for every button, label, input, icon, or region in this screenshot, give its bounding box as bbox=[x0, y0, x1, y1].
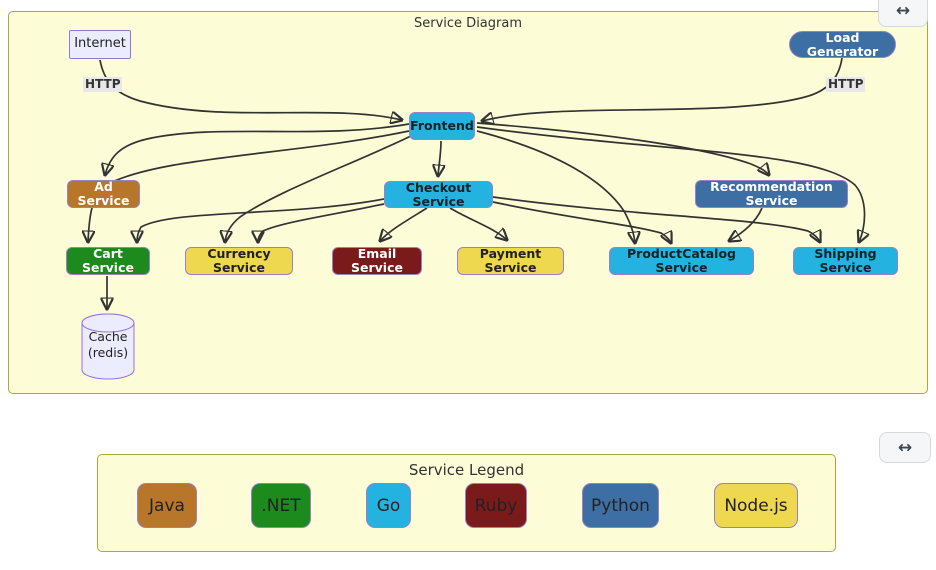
legend-item-nodejs: Node.js bbox=[714, 483, 798, 528]
cache-label-line2: (redis) bbox=[87, 345, 129, 360]
node-load-generator: Load Generator bbox=[789, 30, 896, 58]
expand-arrows-icon: ↔ bbox=[897, 437, 913, 458]
node-payment-service: Payment Service bbox=[457, 247, 564, 275]
edge-label-http-loadgen: HTTP bbox=[826, 77, 866, 92]
edge-label-http-internet: HTTP bbox=[83, 77, 123, 92]
node-recommendation-service: Recommendation Service bbox=[695, 180, 848, 208]
node-currency-service: Currency Service bbox=[185, 247, 293, 275]
node-email-service: Email Service bbox=[332, 247, 422, 275]
expand-legend-button[interactable]: ↔ bbox=[879, 432, 931, 463]
cache-label: Cache (redis) bbox=[81, 329, 135, 361]
legend-item-dotnet: .NET bbox=[251, 483, 311, 528]
node-internet: Internet bbox=[69, 30, 131, 59]
node-frontend: Frontend bbox=[409, 112, 475, 140]
legend-item-java: Java bbox=[137, 483, 197, 528]
legend-item-go: Go bbox=[366, 483, 411, 528]
cylinder-shape bbox=[81, 313, 135, 380]
legend-item-python: Python bbox=[582, 483, 659, 528]
node-productcatalog-service: ProductCatalog Service bbox=[609, 247, 754, 275]
expand-diagram-button[interactable]: ↔ bbox=[878, 0, 928, 27]
node-cache-redis: Cache (redis) bbox=[81, 312, 135, 382]
node-ad-service: Ad Service bbox=[67, 180, 140, 208]
expand-arrows-icon: ↔ bbox=[895, 1, 911, 21]
legend-title: Service Legend bbox=[408, 461, 525, 479]
diagram-title: Service Diagram bbox=[414, 16, 522, 31]
node-shipping-service: Shipping Service bbox=[793, 247, 898, 275]
node-cart-service: Cart Service bbox=[66, 247, 150, 275]
node-checkout-service: Checkout Service bbox=[384, 180, 493, 208]
legend-item-ruby: Ruby bbox=[465, 483, 527, 528]
cache-label-line1: Cache bbox=[88, 329, 128, 344]
